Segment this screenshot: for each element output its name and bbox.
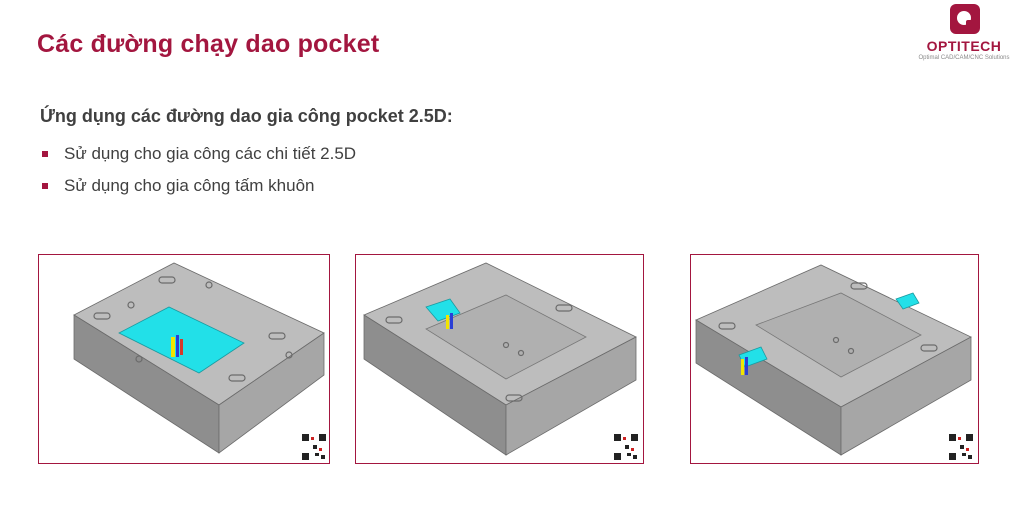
pocket-full-panel [38, 254, 330, 464]
bullet-text: Sử dụng cho gia công tấm khuôn [64, 176, 315, 195]
mold-plate-image [363, 262, 637, 456]
bullet-square-icon [42, 151, 48, 157]
mold-plate-image [73, 262, 325, 454]
qr-code-icon [613, 433, 639, 461]
optitech-logo: OPTITECH Optimal CAD/CAM/CNC Solutions [912, 4, 1016, 64]
bullet-list: Sử dụng cho gia công các chi tiết 2.5D S… [40, 143, 356, 207]
bullet-square-icon [42, 183, 48, 189]
section-heading: Ứng dụng các đường dao gia công pocket 2… [40, 106, 453, 126]
pocket-corner-panel [355, 254, 644, 464]
slide-title: Các đường chạy dao pocket [37, 30, 380, 58]
bullet-item: Sử dụng cho gia công các chi tiết 2.5D [40, 143, 356, 175]
qr-code-icon [301, 433, 327, 461]
qr-code-icon [948, 433, 974, 461]
mold-plate-image [695, 264, 972, 456]
bullet-text: Sử dụng cho gia công các chi tiết 2.5D [64, 144, 357, 163]
pocket-multi-panel [690, 254, 979, 464]
logo-name: OPTITECH [926, 38, 1002, 54]
logo-tagline: Optimal CAD/CAM/CNC Solutions [918, 55, 1010, 61]
bullet-item: Sử dụng cho gia công tấm khuôn [40, 175, 356, 207]
logo-mark-icon [950, 4, 980, 34]
